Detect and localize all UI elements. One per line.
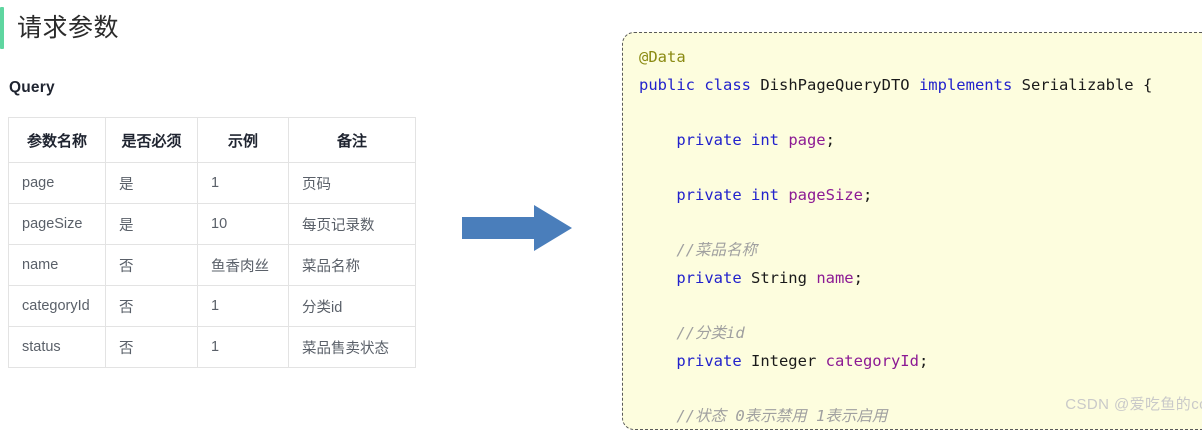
table-row: status 否 1 菜品售卖状态 bbox=[8, 326, 416, 368]
code-token-kw: private bbox=[676, 185, 751, 204]
cell-required: 否 bbox=[105, 326, 198, 368]
request-params-table: 参数名称 是否必须 示例 备注 page 是 1 页码 pageSize 是 1… bbox=[8, 117, 416, 368]
code-line: @Data bbox=[639, 44, 1152, 72]
cell-remark: 每页记录数 bbox=[288, 203, 416, 245]
code-token-kw: implements bbox=[918, 75, 1022, 94]
code-token-plain bbox=[639, 324, 676, 342]
code-line: //状态 0表示禁用 1表示启用 bbox=[639, 403, 1152, 429]
table-header-row: 参数名称 是否必须 示例 备注 bbox=[8, 117, 416, 163]
code-token-ident: page bbox=[788, 130, 826, 149]
code-token-kw: private bbox=[676, 351, 751, 370]
cell-example: 1 bbox=[197, 162, 289, 204]
code-token-plain: ; bbox=[825, 130, 835, 149]
request-params-section: 请求参数 Query 参数名称 是否必须 示例 备注 page 是 1 页码 p… bbox=[0, 0, 460, 423]
csdn-watermark: CSDN @爱吃鱼的cc bbox=[1065, 396, 1202, 413]
cell-example: 1 bbox=[197, 285, 289, 327]
code-token-kw: int bbox=[750, 130, 789, 149]
column-header-param-name: 参数名称 bbox=[8, 117, 106, 163]
code-line bbox=[639, 210, 1152, 238]
code-token-plain: ; bbox=[853, 268, 863, 287]
page-title-block: 请求参数 bbox=[0, 7, 119, 49]
right-arrow-icon bbox=[462, 205, 572, 251]
code-token-ident: name bbox=[816, 268, 854, 287]
code-token-cmt: //菜品名称 bbox=[676, 241, 757, 260]
code-token-plain bbox=[639, 352, 676, 370]
code-line bbox=[639, 292, 1152, 320]
code-token-plain bbox=[639, 269, 676, 287]
code-token-plain: { bbox=[1142, 75, 1153, 94]
cell-example: 鱼香肉丝 bbox=[197, 244, 289, 286]
code-token-plain bbox=[639, 186, 676, 204]
cell-required: 是 bbox=[105, 203, 198, 245]
cell-example: 10 bbox=[197, 203, 289, 245]
cell-required: 是 bbox=[105, 162, 198, 204]
table-row: name 否 鱼香肉丝 菜品名称 bbox=[8, 244, 416, 286]
column-header-remark: 备注 bbox=[288, 117, 416, 163]
code-token-plain bbox=[639, 131, 676, 149]
code-token-type: Integer bbox=[750, 351, 826, 370]
code-token-kw: private bbox=[676, 268, 751, 287]
cell-remark: 菜品售卖状态 bbox=[288, 326, 416, 368]
cell-remark: 页码 bbox=[288, 162, 416, 204]
cell-param-name: status bbox=[8, 326, 106, 368]
code-token-cmt: //分类id bbox=[676, 323, 745, 342]
code-line: public class DishPageQueryDTO implements… bbox=[639, 72, 1152, 100]
section-label-query: Query bbox=[9, 79, 55, 96]
table-row: categoryId 否 1 分类id bbox=[8, 285, 416, 327]
code-token-kw: int bbox=[750, 185, 789, 204]
code-token-kw: private bbox=[676, 130, 751, 149]
code-token-ident: categoryId bbox=[825, 351, 919, 370]
code-token-plain: ; bbox=[862, 185, 873, 204]
code-token-type: DishPageQueryDTO bbox=[760, 75, 919, 94]
code-token-kw: public bbox=[639, 75, 705, 94]
cell-param-name: pageSize bbox=[8, 203, 106, 245]
code-line: private int pageSize; bbox=[639, 182, 1152, 210]
code-token-plain: ; bbox=[918, 351, 929, 370]
code-token-ann: @Data bbox=[639, 48, 686, 66]
page-title: 请求参数 bbox=[17, 13, 120, 42]
code-token-type: String bbox=[750, 268, 817, 287]
title-accent-bar bbox=[0, 7, 4, 49]
code-token-ident: pageSize bbox=[788, 185, 863, 204]
code-line bbox=[639, 99, 1152, 127]
table-row: pageSize 是 10 每页记录数 bbox=[8, 203, 416, 245]
table-row: page 是 1 页码 bbox=[8, 162, 416, 204]
cell-param-name: categoryId bbox=[8, 285, 106, 327]
code-token-type: Serializable bbox=[1021, 75, 1143, 94]
code-token-kw: class bbox=[704, 75, 761, 94]
code-line: private Integer categoryId; bbox=[639, 348, 1152, 376]
code-line: private String name; bbox=[639, 265, 1152, 293]
cell-remark: 菜品名称 bbox=[288, 244, 416, 286]
cell-required: 否 bbox=[105, 244, 198, 286]
code-line: //分类id bbox=[639, 320, 1152, 348]
code-snippet-panel: @Data public class DishPageQueryDTO imple… bbox=[622, 32, 1202, 430]
code-token-plain bbox=[639, 407, 676, 425]
cell-required: 否 bbox=[105, 285, 198, 327]
java-code-block: @Data public class DishPageQueryDTO imple… bbox=[639, 44, 1152, 429]
cell-param-name: page bbox=[8, 162, 106, 204]
cell-example: 1 bbox=[197, 326, 289, 368]
column-header-required: 是否必须 bbox=[105, 117, 198, 163]
cell-remark: 分类id bbox=[288, 285, 416, 327]
code-line: private int page; bbox=[639, 127, 1152, 155]
cell-param-name: name bbox=[8, 244, 106, 286]
column-header-example: 示例 bbox=[197, 117, 289, 163]
code-line: //菜品名称 bbox=[639, 237, 1152, 265]
code-line bbox=[639, 154, 1152, 182]
code-token-cmt: //状态 0表示禁用 1表示启用 bbox=[676, 406, 888, 425]
code-token-plain bbox=[639, 241, 676, 259]
